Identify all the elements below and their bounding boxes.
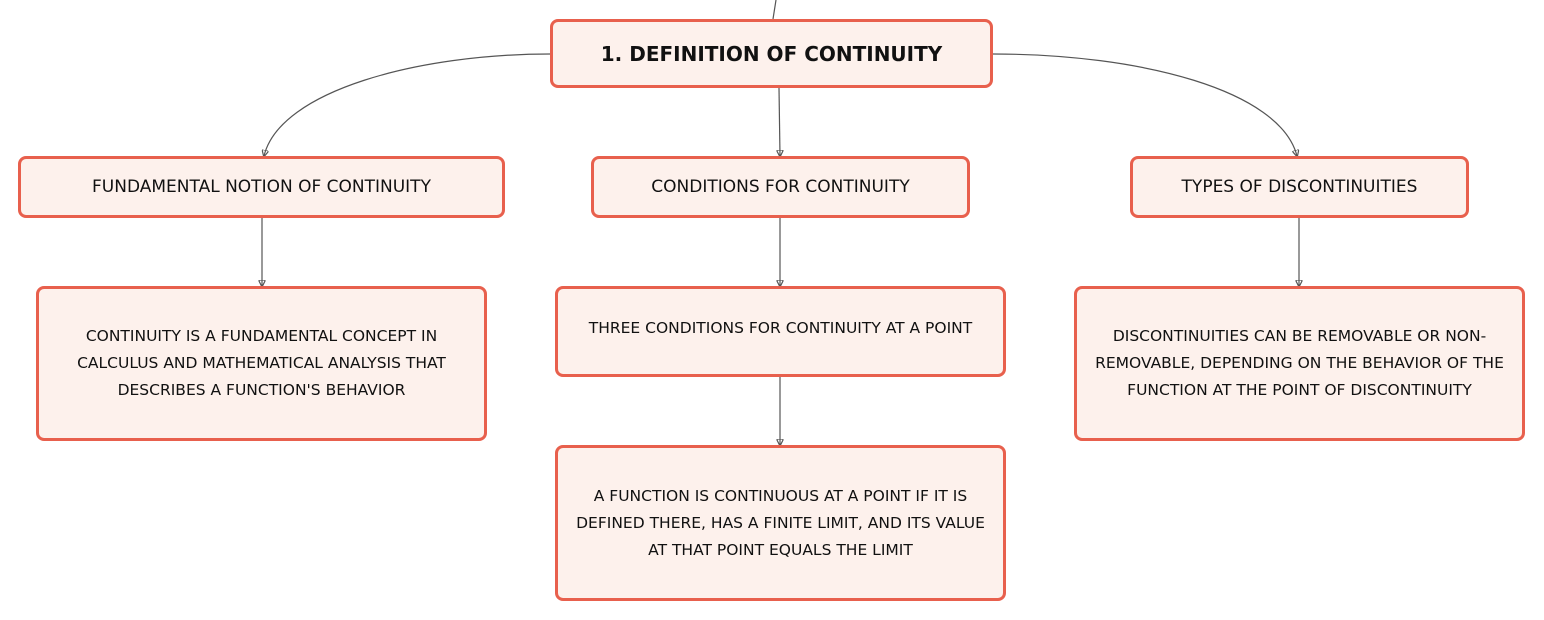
three-conditions-node[interactable]: THREE CONDITIONS FOR CONTINUITY AT A POI… (555, 286, 1006, 377)
continuity-definition-node[interactable]: A FUNCTION IS CONTINUOUS AT A POINT IF I… (555, 445, 1006, 601)
types-node[interactable]: TYPES OF DISCONTINUITIES (1130, 156, 1469, 218)
root-node[interactable]: 1. DEFINITION OF CONTINUITY (550, 19, 993, 88)
continuity-definition-text: A FUNCTION IS CONTINUOUS AT A POINT IF I… (576, 486, 985, 559)
conditions-node[interactable]: CONDITIONS FOR CONTINUITY (591, 156, 970, 218)
fundamental-detail-node[interactable]: CONTINUITY IS A FUNDAMENTAL CONCEPT IN C… (36, 286, 487, 441)
types-label: TYPES OF DISCONTINUITIES (1181, 177, 1418, 197)
types-detail-node[interactable]: DISCONTINUITIES CAN BE REMOVABLE OR NON-… (1074, 286, 1525, 441)
conditions-label: CONDITIONS FOR CONTINUITY (651, 177, 910, 197)
connector-root-to-types (992, 53, 1297, 156)
connector-root-to-fundamental (264, 53, 551, 156)
fundamental-detail-text: CONTINUITY IS A FUNDAMENTAL CONCEPT IN C… (77, 327, 446, 399)
types-detail-text: DISCONTINUITIES CAN BE REMOVABLE OR NON-… (1095, 327, 1504, 399)
three-conditions-text: THREE CONDITIONS FOR CONTINUITY AT A POI… (588, 319, 973, 337)
fundamental-notion-label: FUNDAMENTAL NOTION OF CONTINUITY (92, 177, 431, 197)
root-node-label: 1. DEFINITION OF CONTINUITY (600, 41, 943, 66)
connector-incoming-root (772, 0, 777, 20)
connector-root-to-conditions (779, 87, 780, 156)
fundamental-notion-node[interactable]: FUNDAMENTAL NOTION OF CONTINUITY (18, 156, 505, 218)
